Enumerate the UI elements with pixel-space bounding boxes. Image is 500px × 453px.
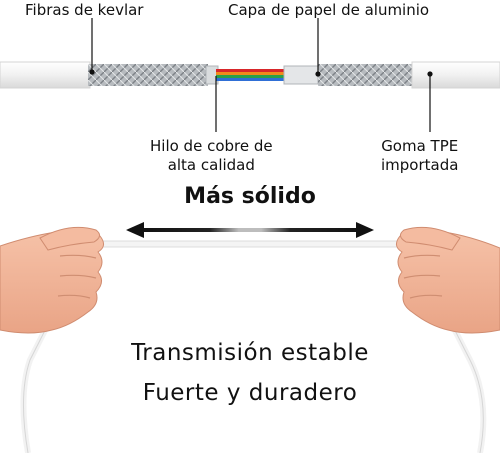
wire-orange xyxy=(216,72,286,75)
left-hand-illustration xyxy=(0,226,104,334)
right-hand-knuckles xyxy=(403,254,443,299)
label-tpe-line1: Goma TPE xyxy=(381,137,459,155)
caption-stable-transmission: Transmisión estable xyxy=(131,340,369,366)
label-tpe-rubber: Goma TPE importada xyxy=(381,137,458,175)
pointer-tpe-dot xyxy=(427,71,433,77)
label-copper-wire: Hilo de cobre de alta calidad xyxy=(150,137,273,175)
pointer-lines xyxy=(89,18,433,132)
kevlar-braid-left xyxy=(88,64,208,86)
left-hand-knuckles xyxy=(57,254,97,299)
outer-jacket-right xyxy=(411,61,500,89)
pointer-foil-dot xyxy=(315,71,321,77)
right-hand-thumb xyxy=(400,226,461,251)
label-copper-line2: alta calidad xyxy=(167,156,255,174)
arrow-head-right xyxy=(356,222,374,238)
caption-strong-durable: Fuerte y duradero xyxy=(142,380,358,406)
right-hand-illustration xyxy=(396,226,500,334)
copper-wires xyxy=(216,69,286,81)
wire-red xyxy=(216,69,286,72)
label-aluminium-foil: Capa de papel de aluminio xyxy=(228,1,430,19)
cable-cross-section xyxy=(0,61,500,89)
arrow-head-left xyxy=(126,222,144,238)
wire-green xyxy=(216,75,286,78)
foil-layer-right xyxy=(283,65,319,85)
label-tpe-line2: importada xyxy=(381,156,459,174)
arrow-shaft xyxy=(138,228,362,232)
pointer-kevlar-dot xyxy=(89,69,95,75)
headline: Más sólido xyxy=(184,184,316,209)
outer-jacket-left xyxy=(0,61,91,89)
cable-middle-segment xyxy=(95,240,407,248)
label-copper-line1: Hilo de cobre de xyxy=(150,137,273,155)
left-hand-thumb xyxy=(39,226,100,251)
label-kevlar-fibers: Fibras de kevlar xyxy=(25,1,144,19)
kevlar-braid-right xyxy=(318,64,414,86)
wire-blue xyxy=(216,78,286,81)
double-arrow xyxy=(126,222,374,238)
